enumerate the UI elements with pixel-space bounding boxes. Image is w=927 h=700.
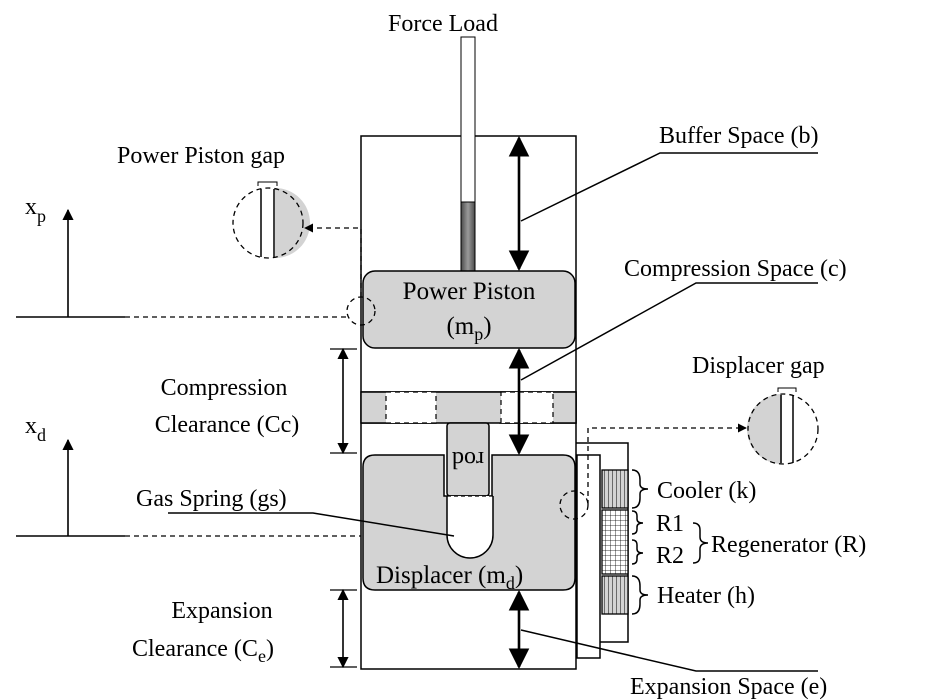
power-piston-gap-leader — [304, 223, 362, 297]
displacer-gap-zoom — [747, 387, 819, 465]
heater-brace — [631, 575, 649, 615]
plate-hole-left — [385, 391, 437, 424]
heater-label: Heater (h) — [657, 583, 755, 609]
cooler-label: Cooler (k) — [657, 478, 756, 504]
expansion-space-leader — [520, 629, 818, 672]
regenerator-label: Regenerator (R) — [711, 532, 866, 558]
piston-rod-top — [460, 36, 476, 203]
rod-label: rod — [452, 446, 484, 472]
buffer-space-label: Buffer Space (b) — [659, 123, 819, 149]
r2-brace — [631, 539, 644, 565]
force-load-label: Force Load — [388, 11, 498, 37]
power-piston-label: Power Piston — [403, 278, 536, 305]
displacer-label: Displacer (md) — [376, 562, 523, 593]
compression-clearance-label-1: Compression — [161, 375, 288, 401]
displacer-gap-label: Displacer gap — [692, 353, 825, 379]
gas-spring-pocket — [446, 496, 494, 559]
cooler-block — [601, 469, 629, 509]
power-piston-mass-label: (mp) — [446, 313, 491, 344]
gas-spring-label: Gas Spring (gs) — [136, 486, 287, 512]
r1-brace — [631, 510, 644, 535]
xd-label: xd — [25, 413, 46, 445]
power-piston — [362, 270, 576, 349]
buffer-space-leader — [520, 152, 818, 222]
expansion-clearance-label-1: Expansion — [171, 598, 272, 624]
power-piston-gap-label: Power Piston gap — [117, 143, 285, 169]
compression-space-label: Compression Space (c) — [624, 256, 847, 282]
r2-label: R2 — [656, 543, 684, 569]
compression-space-leader — [520, 282, 818, 381]
compression-clearance-label-2: Clearance (Cc) — [155, 412, 300, 438]
plate-hole-right — [500, 391, 554, 424]
regenerator-brace — [692, 522, 709, 564]
xp-label: xp — [25, 194, 46, 226]
cooler-brace — [631, 469, 649, 509]
heater-block — [601, 575, 629, 615]
displacer-gap-leader — [587, 423, 747, 505]
expansion-space-label: Expansion Space (e) — [630, 674, 827, 700]
gas-spring-leader — [168, 512, 455, 537]
expansion-clearance-label-2: Clearance (Ce) — [132, 636, 274, 666]
r1-label: R1 — [656, 511, 684, 537]
power-piston-gap-zoom — [232, 181, 310, 259]
regenerator-block — [601, 509, 629, 575]
